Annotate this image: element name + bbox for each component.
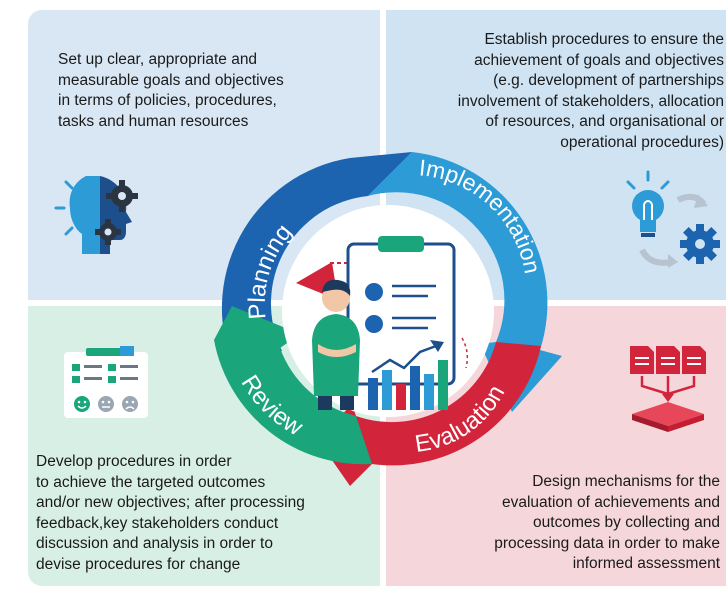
- planning-arrow: [221, 152, 412, 372]
- person-clipboard-chart-icon: [296, 236, 469, 410]
- checklist-feedback-icon: [64, 346, 148, 418]
- evaluation-description: Design mechanisms for the evaluation of …: [494, 473, 720, 572]
- evaluation-arrow: [318, 342, 541, 486]
- lightbulb-gear-icon: [626, 170, 720, 268]
- review-description: Develop procedures in order to achieve t…: [36, 453, 305, 573]
- head-gears-icon: [54, 176, 138, 254]
- review-arrow: [214, 306, 372, 465]
- planning-description: Set up clear, appropriate and measurable…: [58, 51, 284, 130]
- implementation-description: Establish procedures to ensure the achie…: [457, 31, 724, 151]
- data-collection-icon: [630, 346, 706, 432]
